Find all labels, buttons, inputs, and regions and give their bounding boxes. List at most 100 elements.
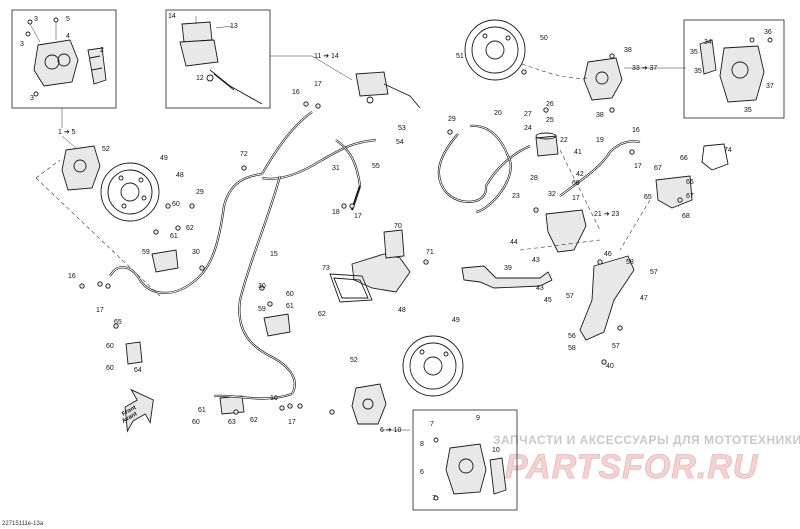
master-cylinder-assembly [355,71,421,109]
callout: 67 [686,193,694,200]
callout: 54 [396,139,404,146]
callout: 1 ➔ 5 [58,129,76,136]
callout: 5 [66,16,70,23]
callout: 24 [524,125,532,132]
callout: 61 [170,233,178,240]
callout: 40 [606,363,614,370]
callout: 58 [626,259,634,266]
callout: 53 [398,125,406,132]
lower-caliper [351,383,387,425]
callout: 65 [114,319,122,326]
callout: 64 [134,367,142,374]
callout: 65 [644,194,652,201]
callout: 7 [430,421,434,428]
callout: 29 [448,116,456,123]
callout: 39 [504,265,512,272]
callout: 59 [258,306,266,313]
callout: 59 [142,249,150,256]
callout: 16 [632,127,640,134]
callout: 3 [30,95,34,102]
callout: 27 [524,111,532,118]
callout: 16 [292,89,300,96]
watermark-logo: PARTSFOR.RU [505,448,759,486]
callout: 58 [568,345,576,352]
front-abs-sensors [125,249,291,415]
callout: 35 [744,107,752,114]
callout: 6 ➔ 10 [380,427,402,434]
callout: 9 [476,415,480,422]
callout: 21 ➔ 23 [594,211,619,218]
callout: 73 [322,265,330,272]
callout: 33 ➔ 37 [632,65,657,72]
callout: 38 [624,47,632,54]
callout: 57 [566,293,574,300]
callout: 48 [398,307,406,314]
abs-cover-panel [329,273,373,303]
callout: 57 [650,269,658,276]
footrest-bracket [579,255,635,341]
callout: 23 [512,193,520,200]
callout: 16 [68,273,76,280]
callout: 35 [690,49,698,56]
callout: 43 [536,285,544,292]
callout: 17 [572,195,580,202]
callout: 50 [540,35,548,42]
rear-caliper [583,57,623,101]
callout: 26 [546,101,554,108]
secondary-brake-disc [402,335,464,397]
callout: 70 [394,223,402,230]
callout: 48 [176,172,184,179]
callout: 46 [604,251,612,258]
callout: 62 [250,417,258,424]
callout: 28 [530,175,538,182]
callout: 60 [192,419,200,426]
inset-front-caliper-detail [11,9,117,109]
callout: 52 [350,357,358,364]
callout: 61 [198,407,206,414]
callout: 38 [596,112,604,119]
callout: 43 [532,257,540,264]
front-left-caliper [61,145,101,191]
callout: 17 [354,213,362,220]
callout: 17 [96,307,104,314]
front-brake-disc [100,162,160,222]
rear-brake-pedal [461,209,587,289]
callout: 62 [186,225,194,232]
callout: 16 [270,395,278,402]
callout: 25 [546,117,554,124]
callout: 74 [724,147,732,154]
callout: 57 [612,343,620,350]
callout: 17 [288,419,296,426]
callout: 45 [544,297,552,304]
callout: 60 [286,291,294,298]
callout: 32 [548,191,556,198]
callout: 63 [228,419,236,426]
callout: 14 [168,13,176,20]
callout: 3 [20,41,24,48]
inset-master-cylinder-detail [165,9,271,109]
fasteners [79,53,683,415]
abs-module-bracket [351,229,411,293]
callout: 13 [230,23,238,30]
callout: 56 [568,333,576,340]
callout: 31 [332,165,340,172]
callout: 30 [192,249,200,256]
callout: 6 [420,469,424,476]
callout: 19 [596,137,604,144]
callout: 10 [492,447,500,454]
callout: 17 [314,81,322,88]
callout: 52 [102,146,110,153]
callout: 36 [764,29,772,36]
drawing-code: 22715111e-13a [2,521,44,527]
callout: 72 [240,151,248,158]
callout: 35 [694,68,702,75]
callout: 30 [258,283,266,290]
callout: 66 [686,179,694,186]
callout-labels: 3 5 3 4 2 3 14 13 12 11 ➔ 14 1 ➔ 5 52 49… [20,13,774,502]
callout: 68 [682,213,690,220]
callout: 51 [456,53,464,60]
callout: 49 [452,317,460,324]
callout: 15 [270,251,278,258]
callout: 62 [318,311,326,318]
